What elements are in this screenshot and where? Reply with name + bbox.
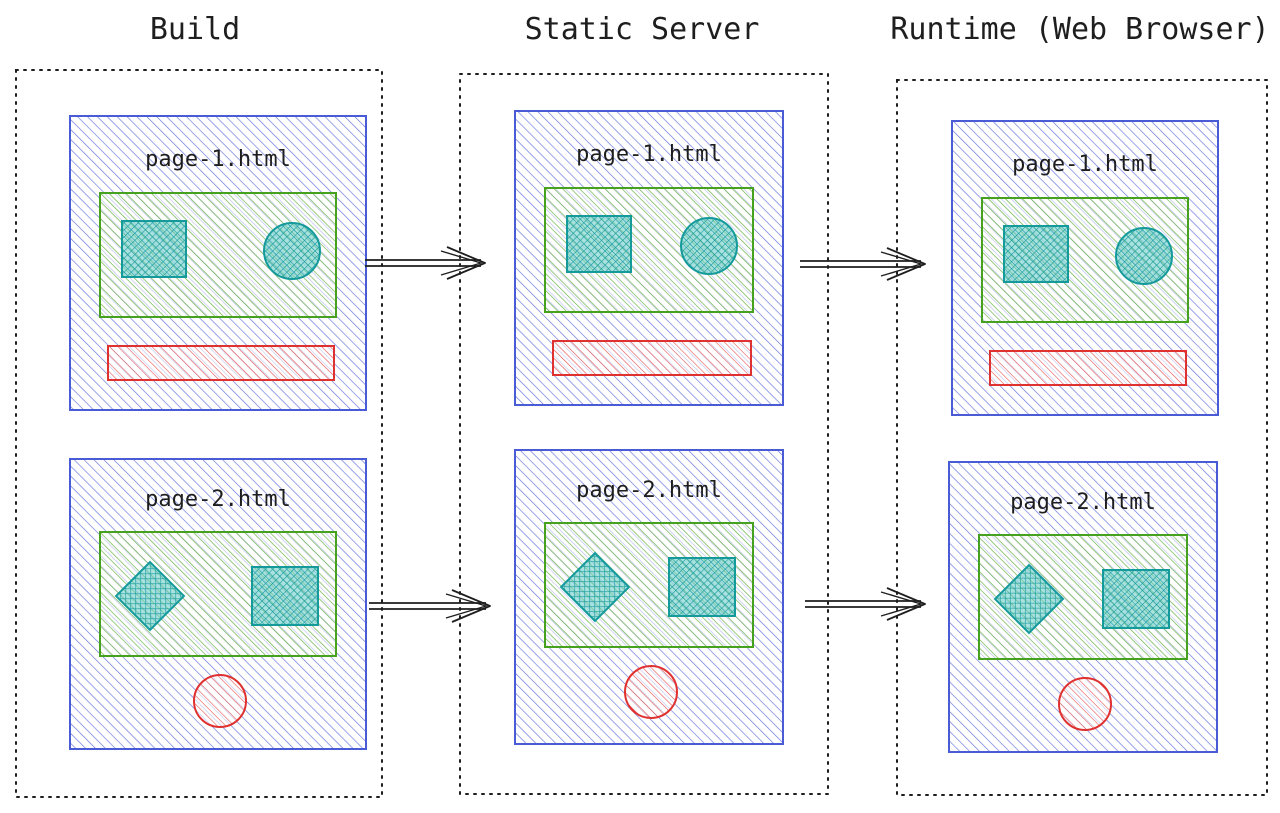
column-title-build: Build: [149, 12, 241, 47]
red-circle-shape: [1058, 677, 1112, 731]
arrow-head: [886, 587, 926, 621]
circle-shape: [1115, 227, 1173, 285]
red-bar-shape: [552, 340, 752, 376]
square-shape: [566, 215, 632, 273]
arrow-head: [880, 251, 922, 277]
arrow-head: [446, 246, 486, 280]
column-container-0: [15, 69, 383, 798]
diamond-shape: [559, 551, 631, 623]
red-bar-shape: [107, 345, 335, 381]
column-title-static-server: Static Server: [524, 12, 760, 47]
square-shape: [251, 566, 319, 626]
page-label: page-2.html: [576, 478, 722, 503]
column-container-1: [459, 73, 829, 795]
page-label: page-1.html: [576, 142, 722, 167]
arrow-head: [880, 591, 922, 617]
square-shape: [1102, 569, 1170, 629]
red-circle-shape: [624, 665, 678, 719]
page-label: page-1.html: [1012, 152, 1158, 177]
circle-shape: [263, 222, 321, 280]
square-shape: [1003, 225, 1069, 283]
arrow-head: [451, 589, 491, 623]
square-shape: [121, 220, 187, 278]
column-container-2: [896, 79, 1268, 796]
diamond-shape: [993, 563, 1065, 635]
arrow-head: [886, 247, 926, 281]
diamond-shape: [114, 560, 186, 632]
arrow-head: [440, 250, 482, 276]
square-shape: [668, 557, 736, 617]
column-title-runtime: Runtime (Web Browser): [890, 12, 1270, 47]
diagram-drawing: page-1.html page-2.html page-1.html page-2.…: [15, 69, 1268, 798]
page-label: page-1.html: [145, 147, 291, 172]
red-circle-shape: [193, 674, 247, 728]
circle-shape: [680, 217, 738, 275]
red-bar-shape: [989, 350, 1187, 386]
page-label: page-2.html: [145, 487, 291, 512]
page-label: page-2.html: [1010, 490, 1156, 515]
arrow-head: [445, 593, 487, 619]
